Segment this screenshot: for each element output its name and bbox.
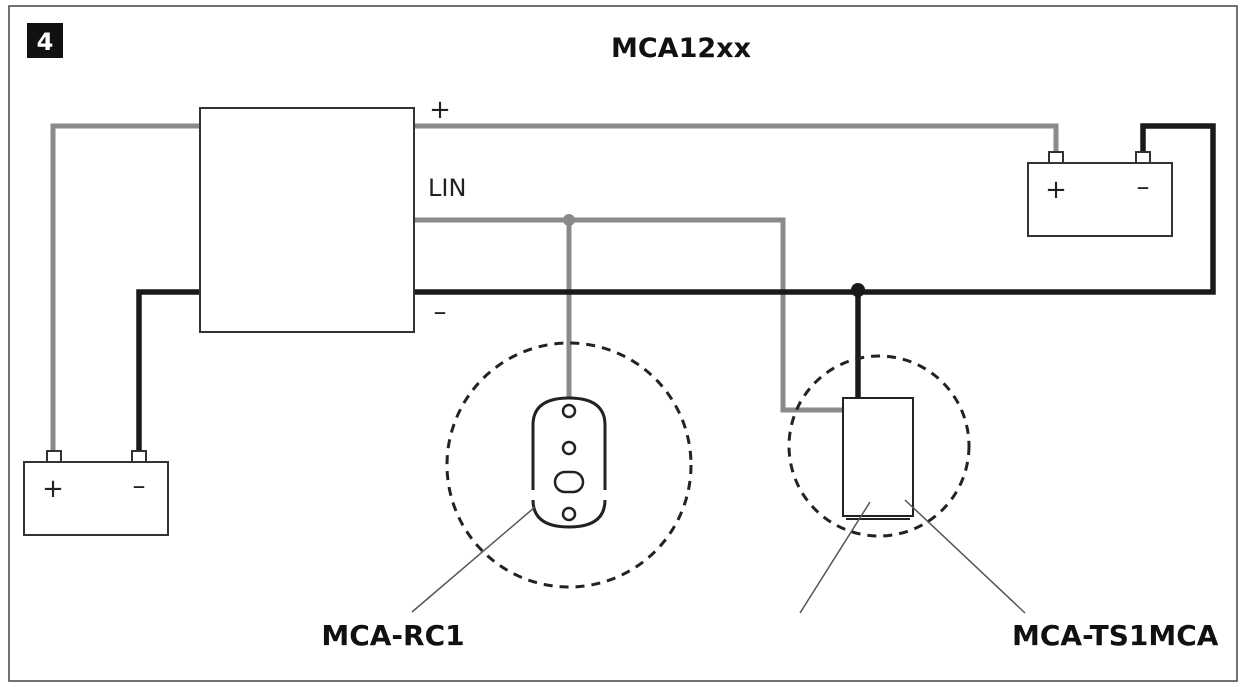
remote-button-middle (561, 440, 577, 456)
figure-number-badge: 4 (27, 23, 63, 58)
remote-button-bottom (561, 506, 577, 522)
sensor-device (842, 397, 914, 520)
battery-left: + – (23, 450, 169, 536)
wire-lin (414, 217, 843, 413)
controller-plus-label: + (429, 95, 451, 125)
sensor-highlight-circle (787, 354, 971, 538)
remote-button-center (553, 470, 585, 494)
junction-lin (563, 214, 575, 226)
figure-number: 4 (37, 28, 54, 56)
wire-negative-left (136, 289, 200, 452)
sensor-label: MCA-TS1MCA (1012, 619, 1219, 652)
remote-device (529, 396, 609, 529)
sensor-leader-line-left (799, 501, 871, 614)
battery-left-minus-label: – (133, 471, 146, 501)
wire-positive-right (414, 123, 1059, 152)
junction-negative (851, 283, 865, 297)
remote-highlight-circle (445, 341, 693, 589)
remote-label: MCA-RC1 (321, 619, 464, 652)
battery-right: + – (1027, 151, 1173, 237)
wire-positive-left (50, 123, 200, 452)
wire-negative-right (414, 123, 1216, 295)
controller-minus-label: – (434, 297, 447, 327)
figure-frame (8, 5, 1238, 682)
remote-button-top (561, 403, 577, 419)
remote-leader-line (411, 506, 536, 613)
sensor-leader-line-right (904, 499, 1026, 614)
battery-left-plus-label: + (42, 474, 64, 504)
battery-right-plus-label: + (1045, 175, 1067, 205)
diagram-title: MCA12xx (611, 33, 751, 64)
controller-box (199, 107, 415, 333)
controller-lin-label: LIN (428, 174, 466, 202)
battery-right-minus-label: – (1137, 172, 1150, 202)
